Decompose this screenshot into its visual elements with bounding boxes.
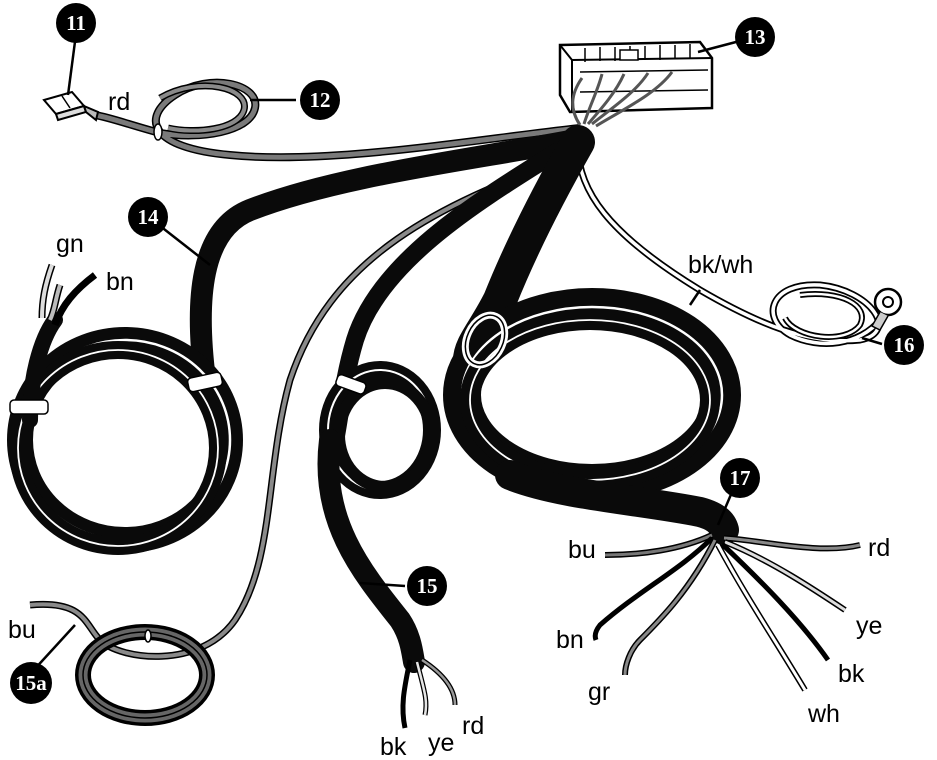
cable-tie [153,123,163,141]
callout-14-number: 14 [138,205,160,229]
wire-label-rd-12: rd [108,88,130,116]
cable-tie [9,399,49,415]
wire-label-bu-15a: bu [8,616,36,644]
callout-11-number: 11 [66,11,86,35]
callout-13-number: 13 [745,25,766,49]
callout-15: 15 [407,566,447,606]
cable-tie [144,629,152,643]
callout-13: 13 [735,17,775,57]
wire-label-bu-17: bu [568,536,596,564]
callout-16: 16 [884,325,924,365]
wire-12-red [94,78,581,162]
callout-15a-number: 15a [15,671,47,695]
wire-label-bkwh-16: bk/wh [688,251,753,279]
sleeve-14 [7,129,586,555]
callout-15a: 15a [10,662,52,704]
wire-label-bk-15: bk [380,733,407,760]
callout-17-number: 17 [730,466,751,490]
wire-15a-blue [29,161,550,726]
sleeve-15 [317,141,569,729]
sleeve-17-wires [592,532,861,692]
wire-label-bn-17: bn [556,626,584,654]
wire-label-gn-14: gn [56,230,84,258]
multi-pin-connector-13 [558,40,714,128]
wire-label-ye-15: ye [428,729,454,757]
wire-label-bk-17: bk [838,660,865,688]
cable-tie [186,371,224,393]
wire-16-black-white [574,139,903,347]
wire-label-bn-14: bn [106,268,134,296]
blade-connector-11 [42,90,100,122]
wire-label-wh-17: wh [807,700,840,728]
wire-label-rd-17: rd [868,534,890,562]
wire-label-gr-17: gr [588,678,610,706]
wire-label-rd-15: rd [462,712,484,740]
callout-15-number: 15 [417,574,438,598]
callout-12-number: 12 [310,88,331,112]
callout-12: 12 [300,80,340,120]
wire-label-ye-17: ye [856,612,882,640]
callout-11: 11 [56,3,96,43]
cable-tie [335,373,367,395]
callout-17: 17 [720,458,760,498]
callout-14: 14 [128,197,168,237]
callout-16-number: 16 [894,333,915,357]
